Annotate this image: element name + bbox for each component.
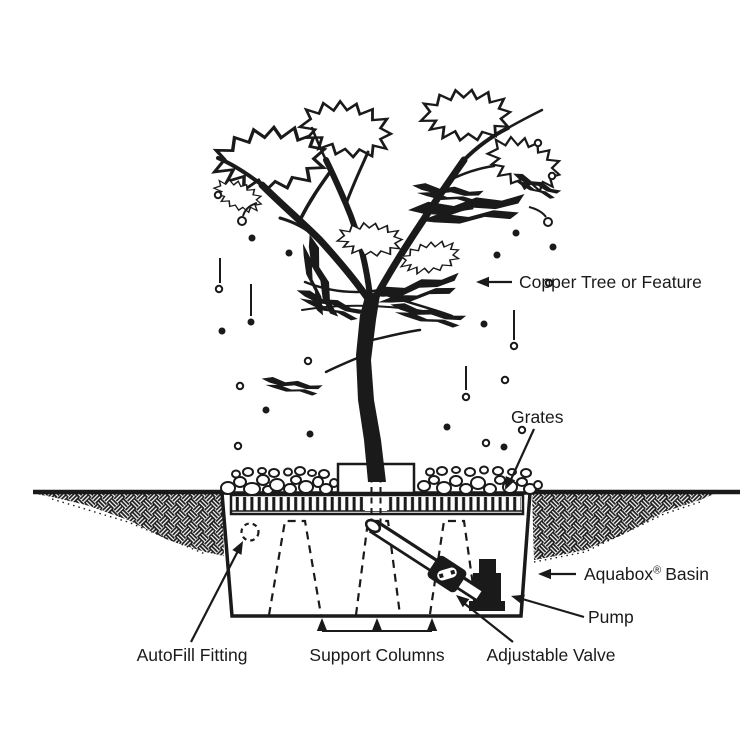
arrowhead (316, 618, 328, 631)
aquabox-name: Aquabox (584, 564, 653, 584)
foliage-cluster (336, 222, 403, 257)
autofill-fitting (240, 522, 260, 542)
water-pipe (364, 518, 486, 603)
callout-grates: Grates (500, 407, 564, 493)
rock-bed (220, 465, 543, 496)
arrowhead (371, 618, 383, 631)
foliage-streaks (296, 232, 339, 322)
label-aquabox-basin: Aquabox® Basin (584, 564, 709, 584)
arrowhead (538, 568, 551, 580)
water-droplets (213, 138, 557, 451)
label-pump: Pump (588, 607, 634, 627)
adjustable-valve (427, 555, 467, 593)
foliage-streaks (260, 374, 323, 398)
aquabox-reg-mark: ® (653, 565, 661, 577)
ground (33, 489, 740, 563)
label-autofill-fitting: AutoFill Fitting (137, 645, 248, 665)
aquabox-rest: Basin (665, 564, 709, 584)
foliage-cluster (479, 127, 568, 199)
arrowhead (476, 276, 489, 288)
soil-right (532, 494, 714, 560)
label-copper-tree-or-feature: Copper Tree or Feature (519, 272, 702, 292)
arrowhead (426, 618, 438, 631)
support-column (267, 519, 323, 616)
label-adjustable-valve: Adjustable Valve (486, 645, 615, 665)
callout-pump: Pump (509, 591, 634, 627)
soil-left (36, 494, 224, 556)
callout-autofill: AutoFill Fitting (137, 538, 248, 665)
foliage-streaks (388, 299, 467, 331)
callout-copper-tree: Copper Tree or Feature (476, 272, 702, 292)
tree-trunk (356, 293, 386, 482)
grate (229, 493, 525, 516)
label-support-columns: Support Columns (309, 645, 444, 665)
copper-tree (206, 85, 568, 482)
callout-support-columns: Support Columns (309, 618, 445, 665)
callout-adjustable-valve: Adjustable Valve (452, 590, 616, 665)
label-grates: Grates (511, 407, 564, 427)
callout-aquabox-basin: Aquabox® Basin (538, 564, 709, 584)
